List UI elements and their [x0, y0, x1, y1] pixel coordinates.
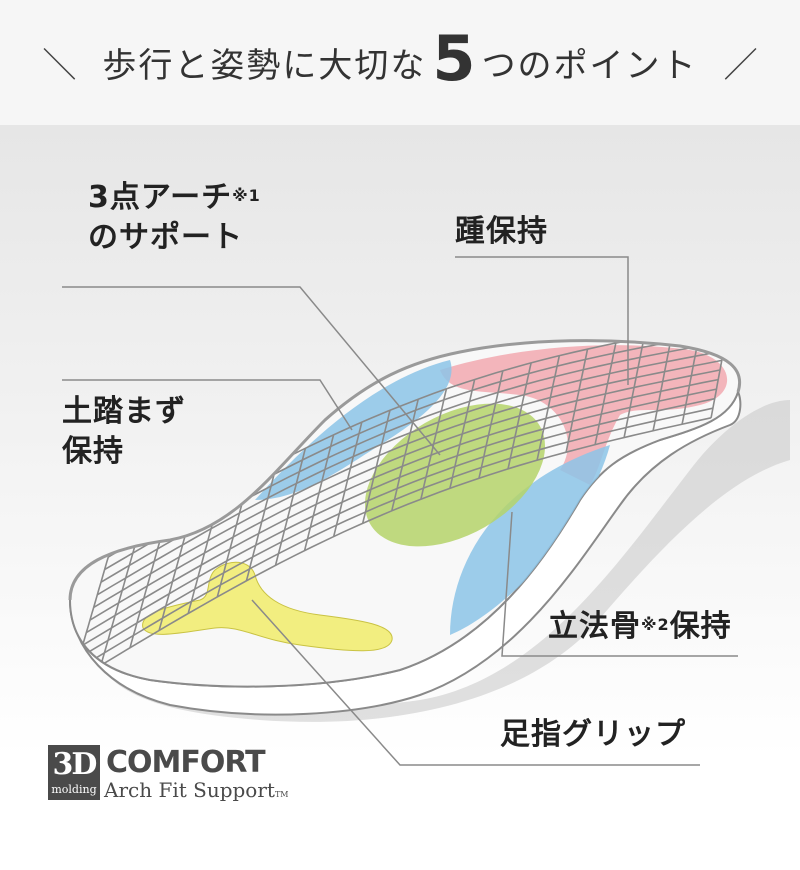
label-step-line2: 保持: [62, 434, 124, 469]
mesh-line: [78, 397, 715, 659]
label-cuboid: 立法骨※2保持: [548, 607, 732, 647]
leader-step: [62, 379, 353, 431]
leader-heel: [455, 256, 629, 385]
mesh-line: [71, 417, 712, 684]
label-arch: 3点アーチ※1 のサポート: [88, 178, 261, 258]
logo-tm: TM: [274, 790, 289, 799]
logo-mark-box: 3D molding: [48, 745, 100, 800]
mesh-line: [74, 407, 714, 672]
mesh-line: [82, 388, 717, 646]
label-cuboid-text: 立法骨: [548, 609, 641, 644]
label-heel: 踵保持: [455, 214, 548, 249]
leader-toe: [251, 599, 700, 766]
header-title-after: つのポイント: [481, 46, 698, 86]
header: ＼ 歩行と姿勢に大切な 5 つのポイント ／: [0, 0, 800, 125]
leader-cuboid: [501, 511, 738, 657]
mesh-grid: [70, 340, 730, 684]
header-slash-left: ＼: [42, 46, 77, 86]
arch-zone-upper: [255, 360, 452, 500]
insole-rim: [68, 339, 741, 601]
header-title-before: 歩行と姿勢に大切な: [102, 46, 427, 86]
label-cuboid-tail: 保持: [669, 609, 732, 644]
arch-zone-outer: [450, 445, 610, 635]
mesh-line: [89, 369, 721, 621]
header-slash-right: ／: [723, 46, 758, 86]
logo-name: COMFORT: [106, 745, 266, 780]
mesh-line: [96, 350, 724, 596]
logo-tagline-wrap: Arch Fit SupportTM: [104, 778, 288, 802]
mesh-line: [85, 378, 719, 634]
leader-arch: [62, 286, 441, 456]
heel-zone: [440, 345, 728, 485]
header-number: 5: [432, 22, 476, 95]
label-arch-line1: 3点アーチ: [88, 180, 233, 215]
label-arch-line2: のサポート: [88, 220, 243, 255]
logo-mark-sub: molding: [51, 783, 97, 796]
toe-zone: [142, 561, 393, 652]
label-arch-note: ※1: [232, 186, 261, 205]
label-step: 土踏まず 保持: [62, 392, 186, 472]
logo-mark: 3D: [52, 747, 98, 782]
label-cuboid-note: ※2: [641, 615, 670, 634]
label-toe: 足指グリップ: [500, 717, 686, 752]
mesh-line: [93, 359, 722, 609]
center-zone: [364, 403, 546, 547]
logo-tagline: Arch Fit Support: [104, 778, 275, 802]
label-step-line1: 土踏まず: [62, 394, 186, 429]
